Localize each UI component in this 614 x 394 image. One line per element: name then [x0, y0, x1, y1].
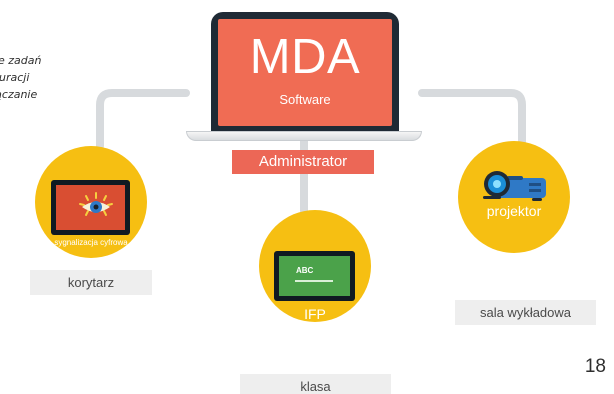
- connector-right: [418, 89, 526, 147]
- location-klasa: klasa: [240, 374, 391, 394]
- laptop-screen: MDA Software: [211, 12, 399, 133]
- left-side-text-line-1: e zadań: [0, 54, 42, 67]
- location-korytarz: korytarz: [30, 270, 152, 295]
- page-number: 18: [584, 356, 606, 377]
- board-line: [295, 280, 333, 282]
- connector-left: [96, 89, 190, 150]
- ifp-node: ABC IFP: [259, 210, 371, 322]
- projector-node: projektor: [458, 141, 570, 253]
- projector-caption: projektor: [486, 203, 542, 219]
- eye-icon: [79, 192, 113, 216]
- projector-icon: [483, 171, 546, 201]
- laptop-display: MDA Software: [218, 19, 392, 126]
- laptop-title: MDA: [249, 30, 361, 84]
- digital-signage-caption: sygnalizacja cyfrowa: [54, 238, 128, 247]
- location-sala-wykladowa: sala wykładowa: [455, 300, 596, 325]
- interactive-display-icon: ABC: [274, 251, 355, 301]
- left-side-text-line-2: guracji: [0, 71, 30, 84]
- digital-signage-node: sygnalizacja cyfrowa: [35, 146, 147, 258]
- left-side-text-line-3: łączanie: [0, 88, 38, 101]
- interactive-display-screen: ABC: [279, 256, 350, 296]
- digital-signage-screen: [56, 185, 125, 230]
- laptop-subtitle: Software: [279, 92, 331, 107]
- laptop-base: [186, 131, 422, 141]
- digital-signage-icon: [51, 180, 130, 235]
- administrator-badge: Administrator: [232, 150, 374, 174]
- left-side-text: e zadań guracji łączanie: [0, 52, 96, 103]
- mda-laptop: MDA Software: [186, 12, 422, 144]
- board-label: ABC: [296, 266, 314, 275]
- ifp-caption: IFP: [304, 306, 326, 322]
